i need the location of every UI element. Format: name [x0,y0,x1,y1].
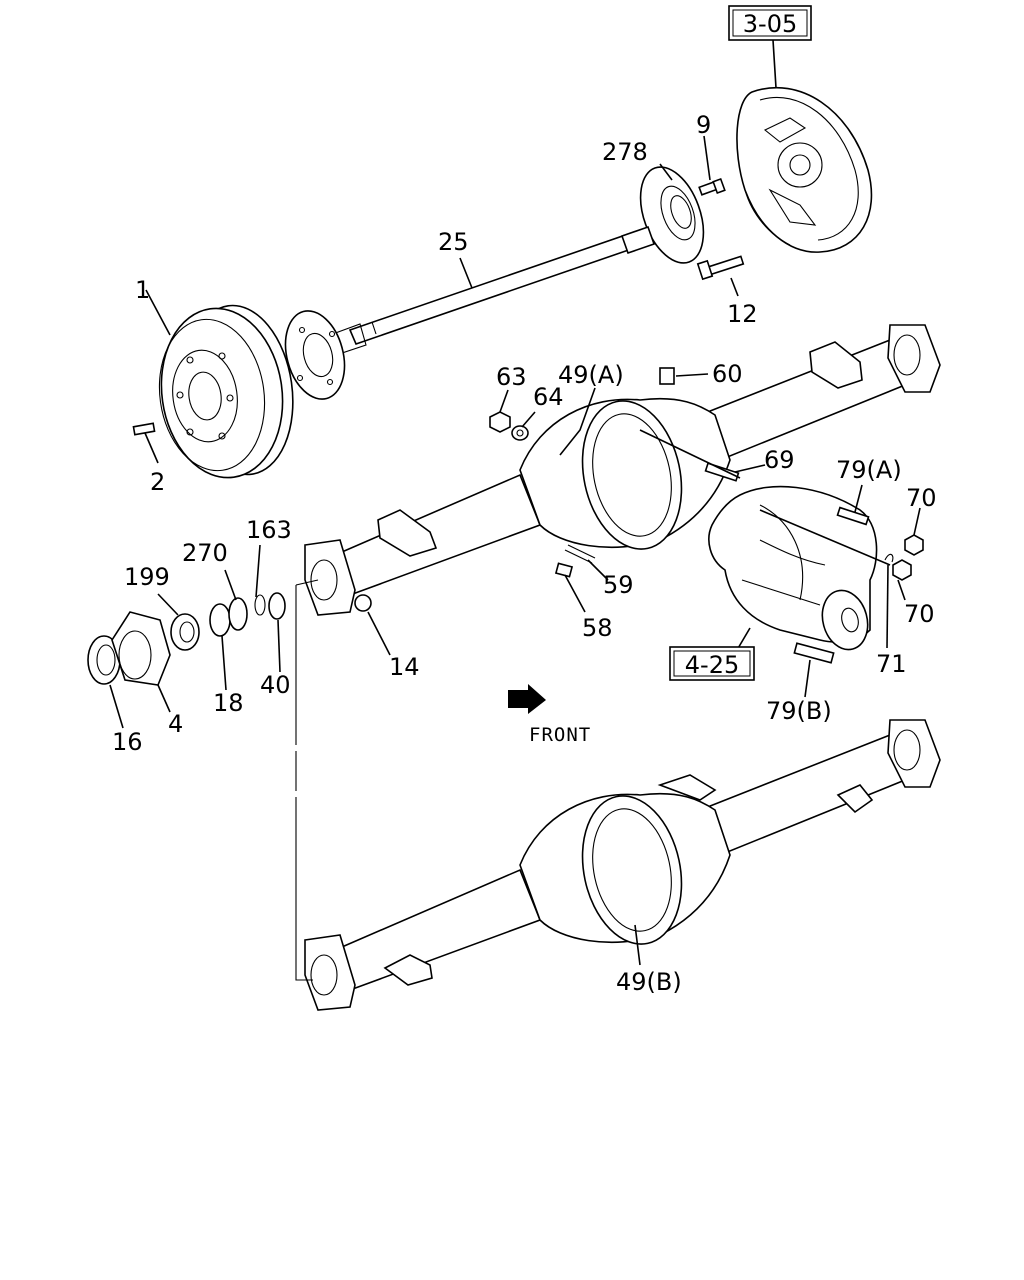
axle-housing-upper [304,324,941,616]
brake-backing-plate [736,87,873,253]
washer-71 [884,553,894,563]
callout-4: 4 [168,710,183,738]
callout-69: 69 [764,446,795,474]
callout-49a: 49(A) [558,361,624,389]
callout-12: 12 [727,300,758,328]
callout-58: 58 [582,614,613,642]
reference-box-305: 3-05 [728,5,812,41]
nut-70a [904,534,924,556]
bolt-2 [132,422,156,436]
retainer-270 [228,597,248,631]
reference-box-425: 4-25 [669,646,755,681]
callout-59: 59 [603,571,634,599]
callout-278: 278 [602,138,648,166]
brake-drum [158,304,294,479]
callout-270: 270 [182,539,228,567]
callout-18: 18 [213,689,244,717]
gasket-59 [564,544,596,564]
axle-flange-disc [284,310,346,400]
reference-label-305: 3-05 [743,10,797,38]
callout-14: 14 [389,653,420,681]
callout-71: 71 [876,650,907,678]
axle-housing-lower [304,719,941,1011]
plug-58 [554,562,574,578]
reference-label-425: 4-25 [685,651,739,679]
bolt-12 [696,255,745,281]
nut-63 [489,411,511,433]
bearing-199 [170,613,200,651]
bolt-79b [793,642,835,664]
callout-49b: 49(B) [616,968,682,996]
callout-25: 25 [438,228,469,256]
nut-14 [354,594,372,612]
callout-40: 40 [260,671,291,699]
callout-16: 16 [112,728,143,756]
arrow-down-right-icon [508,684,546,714]
front-direction-label: FRONT [529,724,591,746]
callout-70-top: 70 [906,484,937,512]
bearing-race-18 [209,603,231,637]
callout-79b: 79(B) [766,697,832,725]
differential-carrier [708,485,878,651]
oil-seal-40 [268,592,286,620]
axle-flange-plate [639,166,705,264]
axle-shaft [329,225,656,356]
leader-lines [109,39,921,981]
callout-2: 2 [150,468,165,496]
snap-ring-163 [254,594,266,616]
bolt-9 [698,177,726,196]
callout-70-bottom: 70 [904,600,935,628]
washer-64 [511,425,529,441]
callout-64: 64 [533,383,564,411]
callout-199: 199 [124,563,170,591]
callout-1: 1 [135,276,150,304]
callout-163: 163 [246,516,292,544]
callout-79a: 79(A) [836,456,902,484]
callout-9: 9 [696,111,711,139]
bearing-holder-4 [111,611,171,686]
breather-60 [659,367,675,385]
callout-60: 60 [712,360,743,388]
callout-63: 63 [496,363,527,391]
bolt-79a [836,506,870,526]
nut-70b [892,559,912,581]
